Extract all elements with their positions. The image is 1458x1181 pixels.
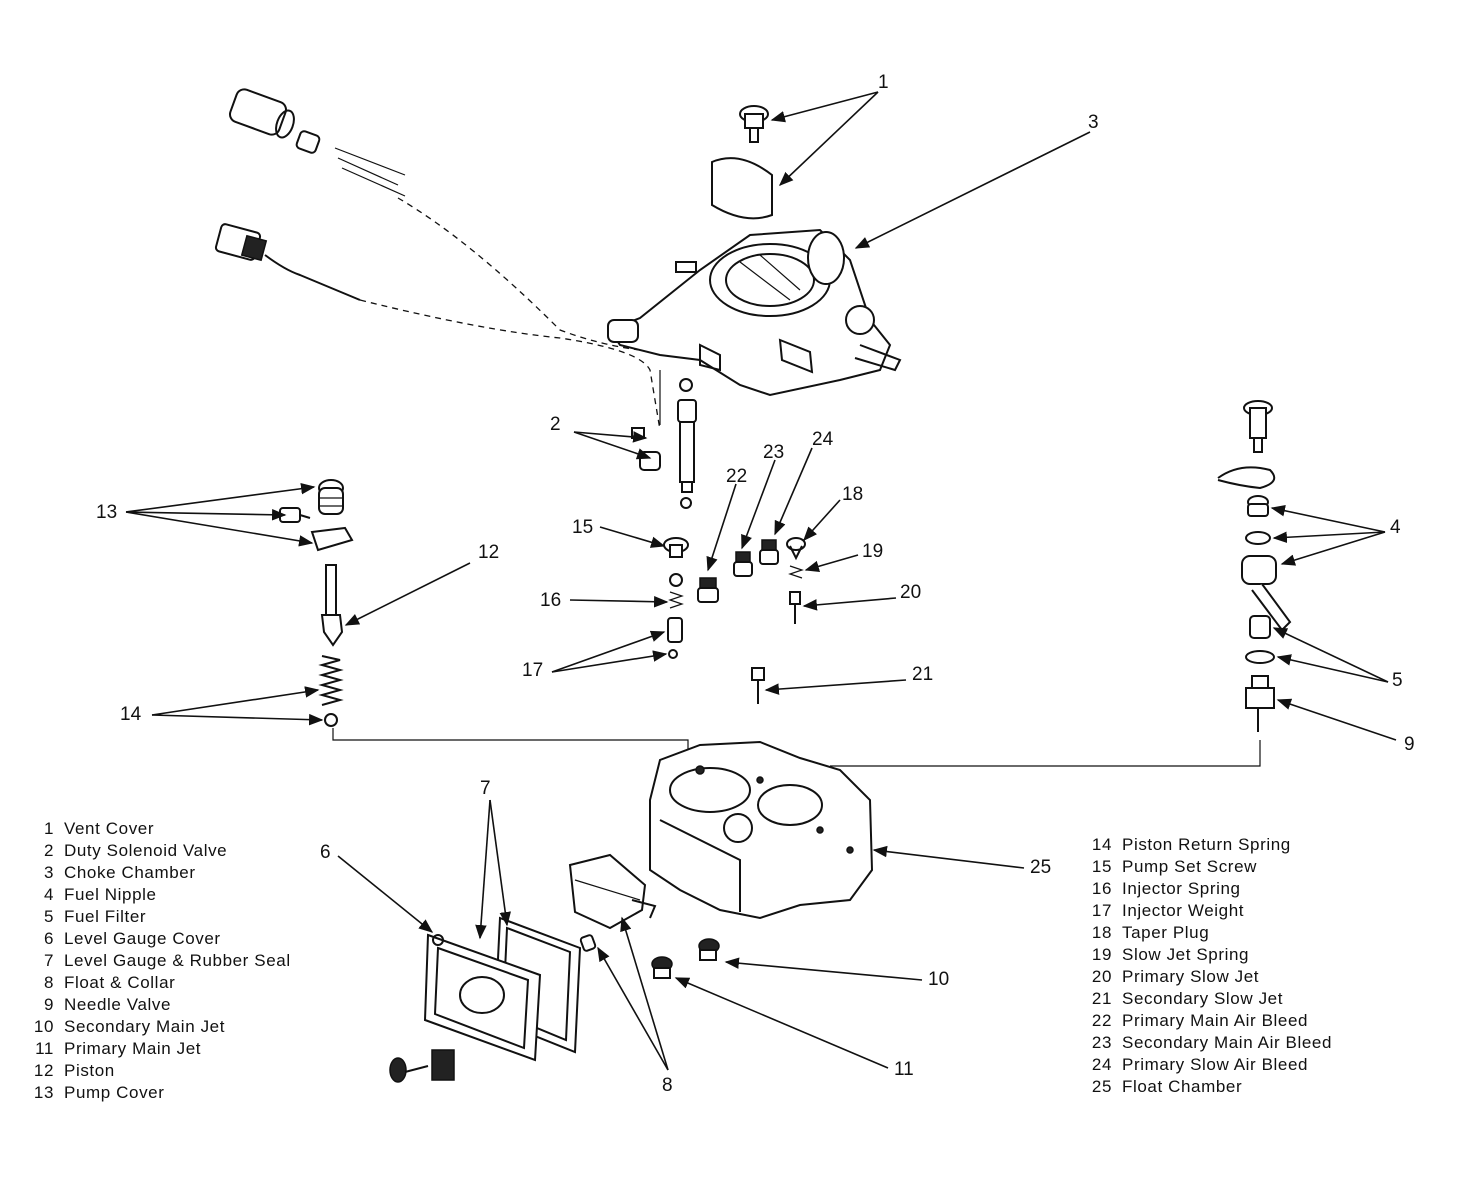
needle-valve-part	[830, 675, 1275, 767]
fuel-nipple-part	[1217, 400, 1292, 632]
primary-slow-air-bleed-part	[759, 539, 779, 565]
callout-5: 5	[1392, 670, 1403, 691]
injector-spring-part	[668, 573, 684, 609]
callout-7: 7	[480, 778, 491, 799]
callout-2: 2	[550, 414, 561, 435]
callout-20: 20	[900, 582, 921, 603]
callout-4: 4	[1390, 517, 1401, 538]
callout-labels: 1 3 2 24 23 22 18 15 19 13 12 16 20 17 2…	[96, 72, 1415, 1096]
callout-15: 15	[572, 517, 593, 538]
taper-plug-part	[786, 537, 806, 561]
float-chamber-part	[649, 740, 874, 920]
callout-16: 16	[540, 590, 561, 611]
secondary-main-jet-part	[698, 938, 720, 961]
secondary-slow-jet-part	[751, 667, 765, 704]
callout-11: 11	[894, 1059, 914, 1080]
primary-main-air-bleed-part	[697, 577, 719, 603]
vent-cover-part	[711, 157, 773, 220]
choke-chamber-part	[607, 228, 902, 397]
duty-solenoid-valve-part	[631, 370, 697, 509]
callout-8: 8	[662, 1075, 673, 1096]
injector-weight-part	[667, 617, 683, 659]
callout-6: 6	[320, 842, 331, 863]
callout-1: 1	[878, 72, 889, 93]
callout-17: 17	[522, 660, 543, 681]
callout-24: 24	[812, 429, 834, 450]
callout-25: 25	[1030, 857, 1051, 878]
callout-9: 9	[1404, 734, 1415, 755]
callout-12: 12	[478, 542, 499, 563]
leader-lines	[125, 91, 1397, 1071]
pump-cover-part	[279, 479, 354, 552]
callout-18: 18	[842, 484, 863, 505]
secondary-main-air-bleed-part	[733, 551, 753, 577]
callout-13: 13	[96, 502, 117, 523]
slow-jet-spring-part	[788, 565, 804, 579]
primary-main-jet-part	[651, 956, 673, 979]
callout-19: 19	[862, 541, 883, 562]
vent-cover-screw-part	[739, 105, 769, 143]
pump-set-screw-part	[663, 537, 689, 558]
level-gauge-cover-part	[389, 933, 542, 1083]
callout-23: 23	[763, 442, 784, 463]
fuel-filter-part	[1245, 615, 1275, 664]
callout-22: 22	[726, 466, 747, 487]
solenoid-connector-part	[229, 88, 641, 351]
callout-14: 14	[120, 704, 142, 725]
piston-return-spring-part	[318, 655, 344, 727]
callout-10: 10	[928, 969, 949, 990]
callout-3: 3	[1088, 112, 1099, 133]
float-collar-part	[568, 853, 657, 952]
primary-slow-jet-part	[789, 591, 801, 624]
callout-21: 21	[912, 664, 933, 685]
piston-part	[320, 564, 344, 647]
solenoid-wire-harness-part	[214, 223, 661, 431]
